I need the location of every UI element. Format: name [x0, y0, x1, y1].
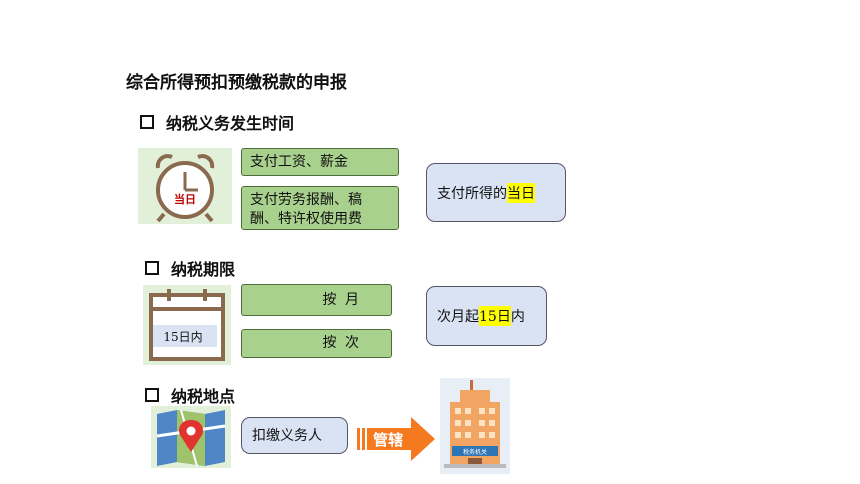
- calendar-icon: 15日内: [143, 285, 231, 365]
- result-text: 内: [510, 309, 525, 325]
- page-title: 综合所得预扣预缴税款的申报: [126, 73, 347, 93]
- section-label: 纳税义务发生时间: [166, 114, 295, 133]
- box-per-time: 按 次: [241, 329, 392, 358]
- result-highlight: 15日: [479, 306, 511, 326]
- box-withholding-agent: 扣缴义务人: [241, 417, 348, 454]
- calendar-label: 15日内: [163, 330, 202, 344]
- map-pin-icon: [151, 406, 231, 468]
- section-label: 纳税期限: [171, 260, 236, 279]
- box-line: 酬、特许权使用费: [250, 210, 362, 227]
- result-text: 次月起: [437, 309, 479, 325]
- result-payment-day: 支付所得的当日: [426, 163, 566, 222]
- result-highlight: 当日: [507, 182, 535, 203]
- box-salary-payment: 支付工资、薪金: [241, 148, 399, 176]
- arrow-label: 管辖: [373, 431, 404, 449]
- bullet-square-icon: [145, 388, 159, 402]
- box-labor-remuneration: 支付劳务报酬、稿 酬、特许权使用费: [241, 186, 399, 230]
- box-line: 支付劳务报酬、稿: [250, 192, 362, 208]
- building-label: 税务机关: [463, 448, 487, 456]
- arrow-jurisdiction: 管辖: [355, 417, 435, 461]
- section-tax-obligation-time: 纳税义务发生时间: [140, 110, 294, 134]
- building-icon: 税务机关: [440, 378, 510, 474]
- section-tax-place: 纳税地点: [145, 383, 235, 407]
- bullet-square-icon: [145, 261, 159, 275]
- section-label: 纳税地点: [171, 387, 236, 406]
- section-tax-period: 纳税期限: [145, 256, 235, 280]
- clock-label: 当日: [174, 192, 196, 206]
- clock-icon: 当日: [138, 148, 232, 224]
- bullet-square-icon: [140, 115, 154, 129]
- result-text: 支付所得的: [437, 185, 507, 202]
- box-monthly: 按 月: [241, 284, 392, 316]
